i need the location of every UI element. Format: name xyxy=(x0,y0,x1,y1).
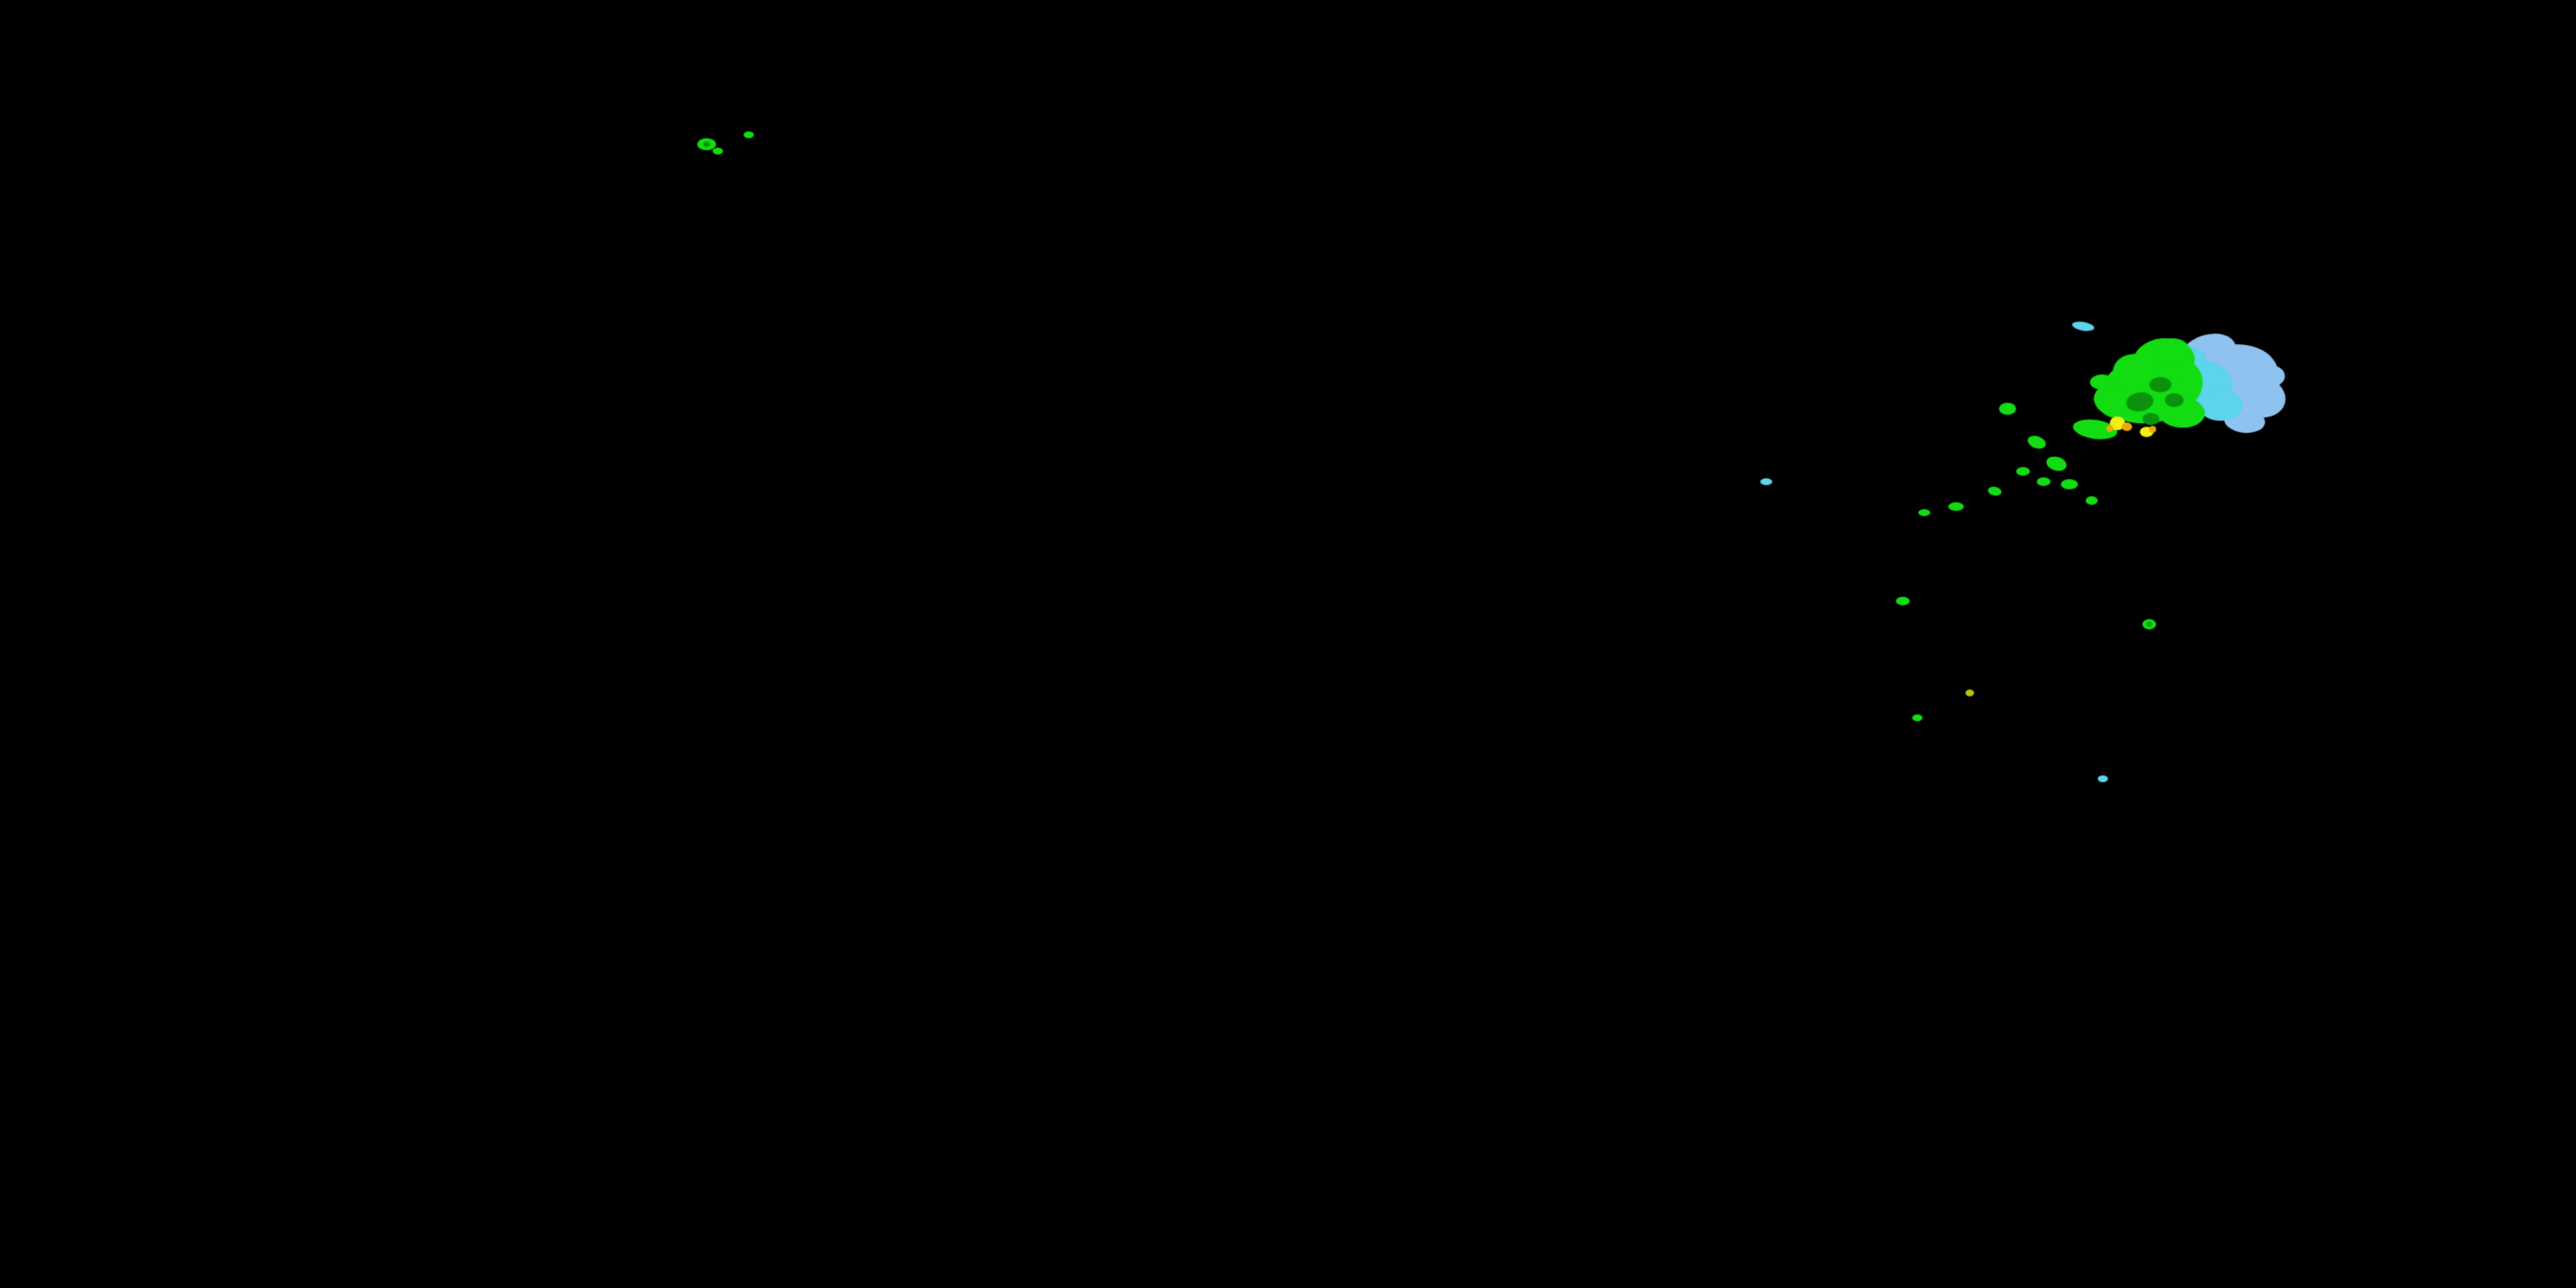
radar-canvas xyxy=(0,0,2576,1288)
radar-map xyxy=(0,0,2576,1288)
